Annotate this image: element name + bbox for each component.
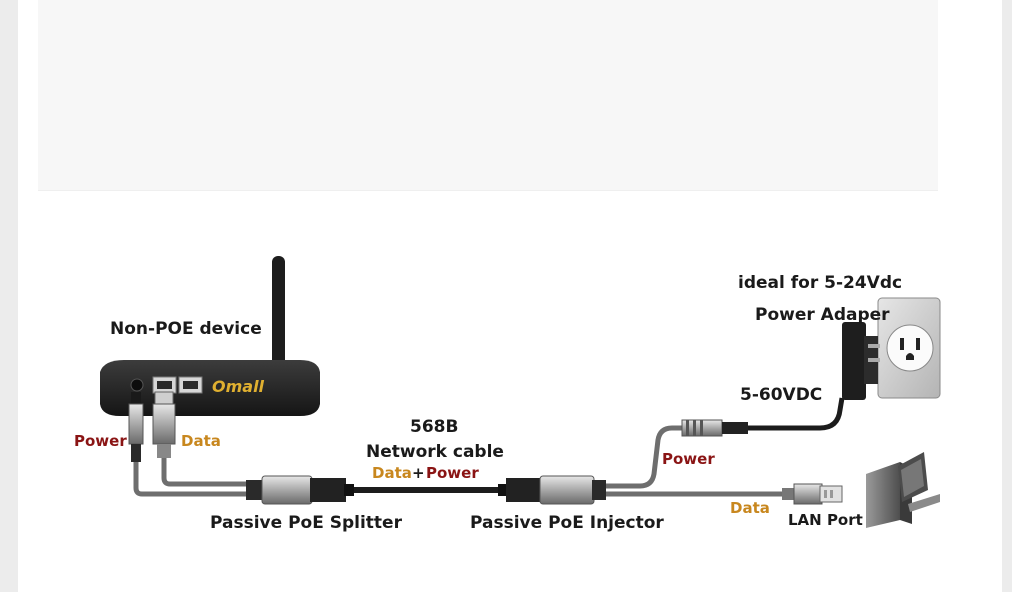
- data-right-label: Data: [730, 499, 770, 517]
- cable-power-label: Power: [426, 464, 479, 482]
- brand-label: Omall: [212, 377, 265, 396]
- voltage-label: 5-60VDC: [740, 385, 822, 405]
- data-left-label: Data: [181, 432, 221, 450]
- device-label: Non-POE device: [110, 319, 262, 339]
- power-right-label: Power: [662, 450, 715, 468]
- adapter-label: Power Adaper: [755, 305, 890, 325]
- power-left-label: Power: [74, 432, 127, 450]
- rj45-plug-icon: [152, 391, 176, 458]
- ideal-label: ideal for 5-24Vdc: [738, 273, 902, 293]
- rj45-plug-icon: [782, 483, 843, 505]
- poe-injector: [498, 475, 606, 505]
- splitter-label: Passive PoE Splitter: [210, 513, 403, 533]
- dc-plug-icon: [128, 392, 144, 462]
- power-adapter-icon: [842, 322, 880, 400]
- computer-icon: [866, 452, 940, 528]
- blank-panel: [38, 0, 938, 191]
- cable-plus-label: +: [412, 464, 425, 482]
- cable-standard-label: 568B: [410, 417, 458, 437]
- injector-label: Passive PoE Injector: [470, 513, 664, 533]
- poe-splitter: [246, 475, 354, 505]
- dc-plug-icon: [681, 419, 748, 437]
- cable-data-label: Data: [372, 464, 412, 482]
- antenna-icon: [272, 256, 285, 391]
- cable-name-label: Network cable: [366, 442, 504, 462]
- lan-port-label: LAN Port: [788, 511, 863, 529]
